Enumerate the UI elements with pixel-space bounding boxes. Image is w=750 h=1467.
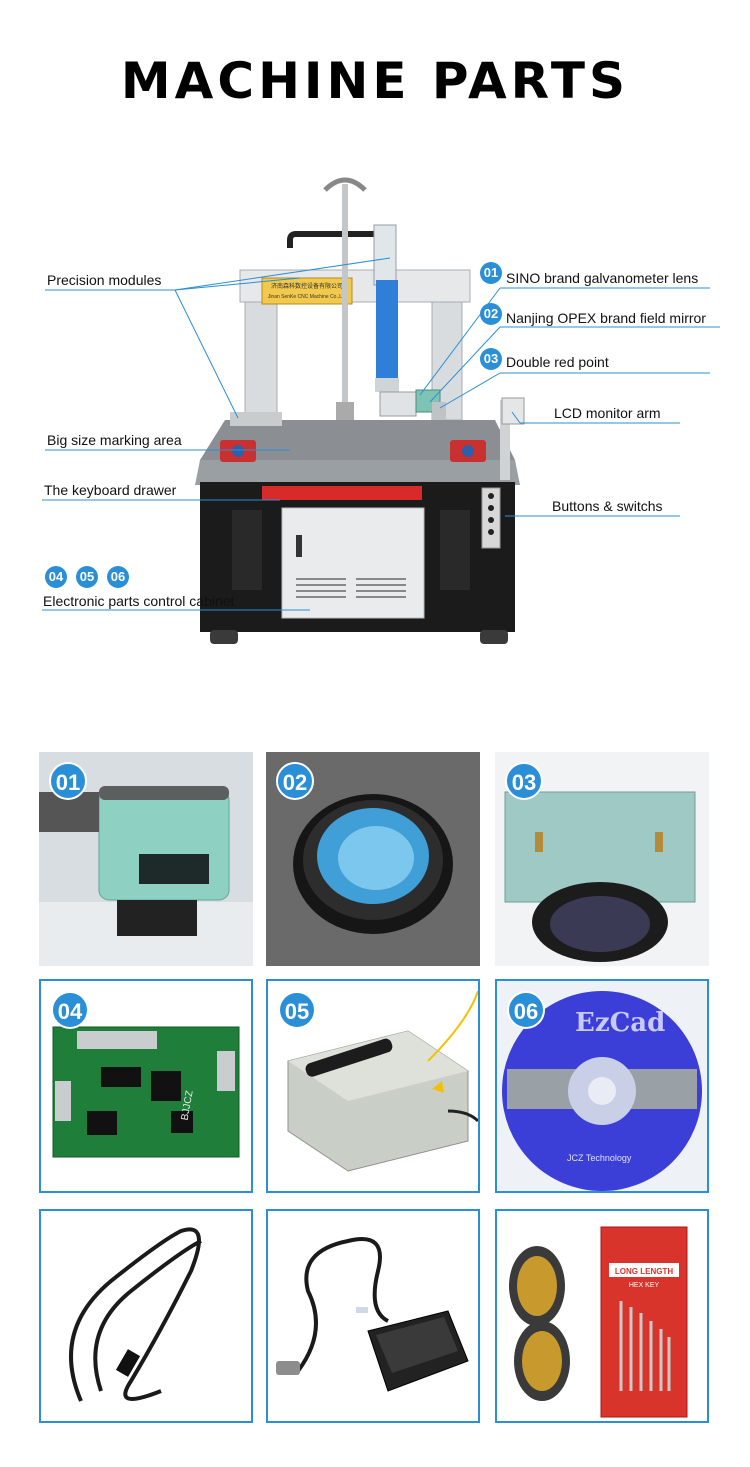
board-text: BJJCZ xyxy=(180,1090,196,1121)
laser-source-photo xyxy=(287,990,478,1172)
page-title: MACHINE PARTS xyxy=(120,52,630,110)
badge-02: 02 xyxy=(480,303,502,325)
foot-switch-photo xyxy=(276,1237,469,1392)
galvanometer-photo xyxy=(39,752,253,966)
control-board-photo: BJJCZ xyxy=(52,1026,240,1158)
machine-illustration: 济南森科数控设备有限公司 Jinan SenKe CNC Machine Co.… xyxy=(42,177,720,644)
tile-laser-source: 05 xyxy=(266,979,480,1193)
label-precision-modules: Precision modules xyxy=(47,272,162,288)
disc-title: EzCad xyxy=(575,1008,665,1038)
goggles-tools-photo: LONG LENGTH HEX KEY xyxy=(509,1226,688,1418)
label-galvanometer-lens: SINO brand galvanometer lens xyxy=(506,270,699,286)
usb-cable-photo xyxy=(69,1227,202,1402)
badge-03: 03 xyxy=(480,348,502,370)
tool-sub-text: HEX KEY xyxy=(629,1282,660,1289)
badge-04: 04 xyxy=(45,566,67,588)
tile-goggles-tools: LONG LENGTH HEX KEY xyxy=(495,1209,709,1423)
label-control-cabinet: Electronic parts control cabinet xyxy=(43,593,235,609)
nameplate xyxy=(261,277,353,305)
badge-06: 06 xyxy=(107,566,129,588)
label-keyboard-drawer: The keyboard drawer xyxy=(44,482,177,498)
nameplate-line1: 济南森科数控设备有限公司 xyxy=(271,282,343,290)
tile-galvanometer: 01 xyxy=(39,752,253,966)
label-big-size-marking-area: Big size marking area xyxy=(47,432,182,448)
machine-diagram: 济南森科数控设备有限公司 Jinan SenKe CNC Machine Co.… xyxy=(0,170,750,670)
badge-01: 01 xyxy=(480,262,502,284)
tile-number: 03 xyxy=(505,762,543,800)
tool-brand-text: LONG LENGTH xyxy=(615,1267,673,1276)
label-lcd-monitor-arm: LCD monitor arm xyxy=(554,405,661,421)
tile-number: 01 xyxy=(49,762,87,800)
tile-usb-cable xyxy=(39,1209,253,1423)
disc-subtitle: JCZ Technology xyxy=(567,1153,632,1163)
nameplate-line2: Jinan SenKe CNC Machine Co.,Ltd xyxy=(268,294,347,300)
tile-number: 04 xyxy=(51,991,89,1029)
tile-software-disc: EzCad JCZ Technology 06 xyxy=(495,979,709,1193)
label-buttons-switchs: Buttons & switchs xyxy=(552,498,663,514)
tile-field-mirror: 02 xyxy=(266,752,480,966)
red-point-photo xyxy=(495,752,709,966)
label-field-mirror: Nanjing OPEX brand field mirror xyxy=(506,310,706,326)
tile-number: 02 xyxy=(276,762,314,800)
tile-control-board: BJJCZ 04 xyxy=(39,979,253,1193)
tile-double-red-point: 03 xyxy=(495,752,709,966)
badge-05: 05 xyxy=(76,566,98,588)
tile-number: 05 xyxy=(278,991,316,1029)
tile-number: 06 xyxy=(507,991,545,1029)
tile-foot-switch xyxy=(266,1209,480,1423)
label-double-red-point: Double red point xyxy=(506,354,609,370)
